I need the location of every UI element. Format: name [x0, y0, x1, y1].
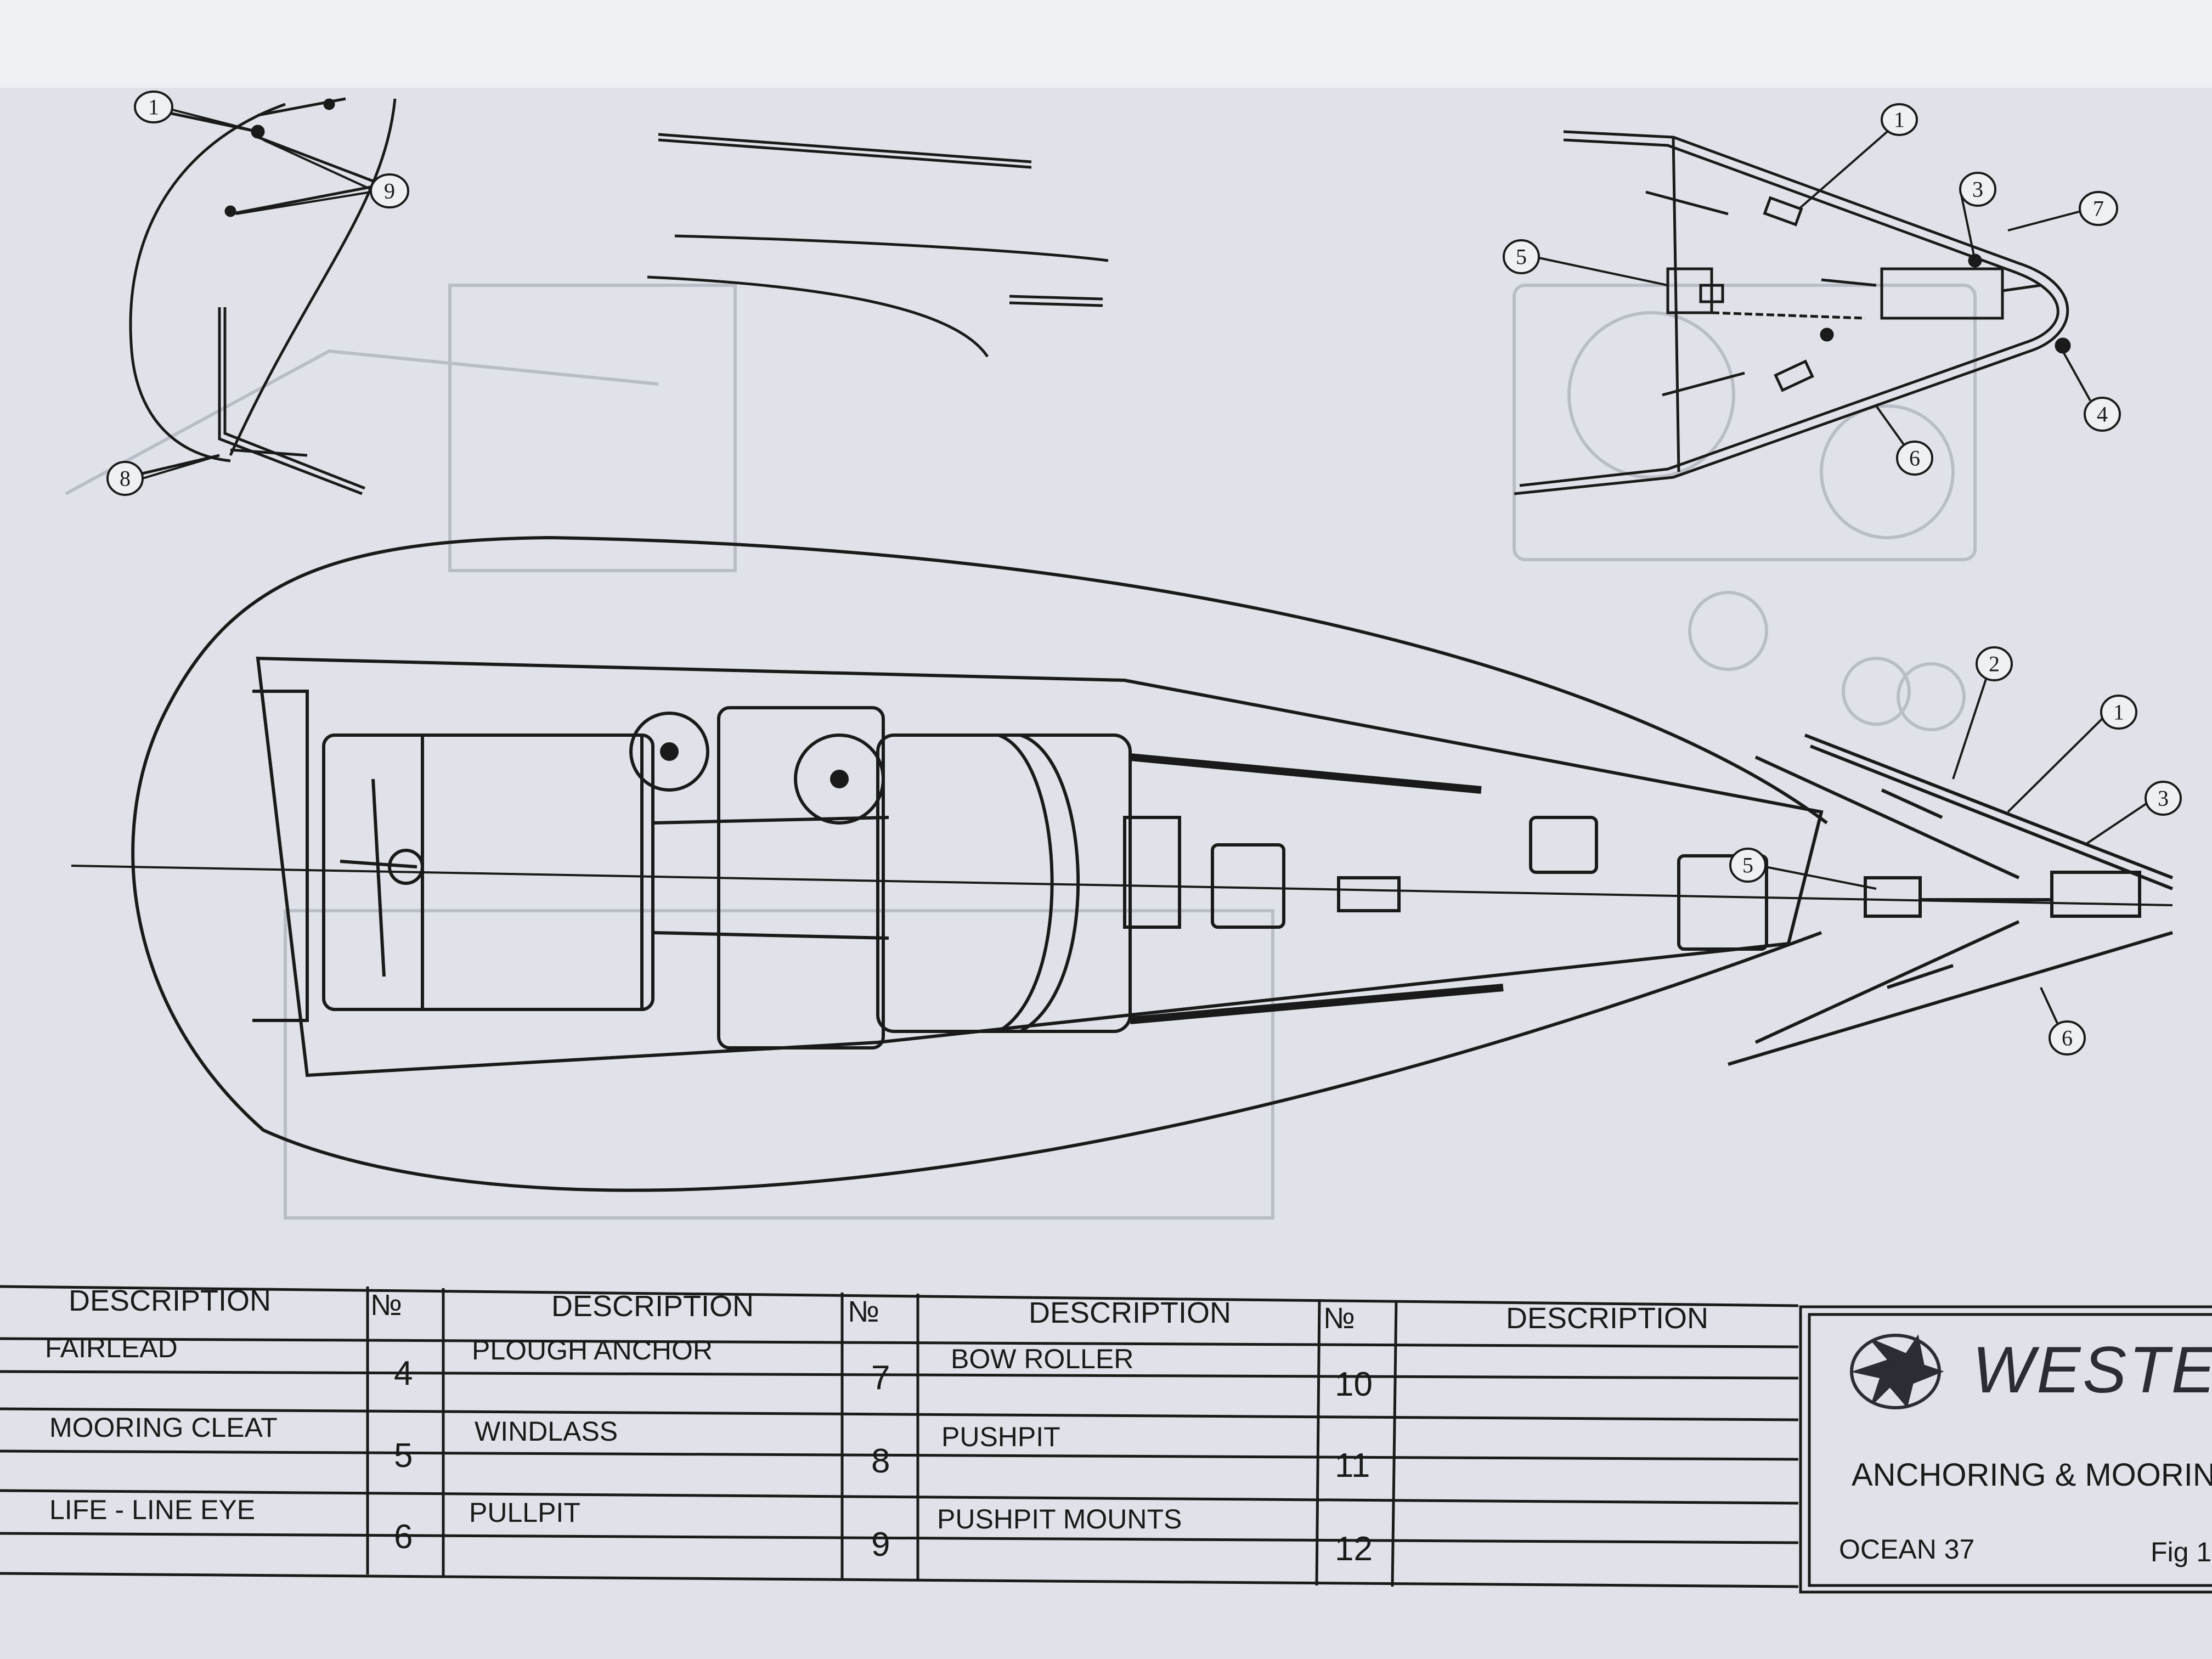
callout-number: 5: [1742, 853, 1753, 878]
toerail-detail: [647, 133, 1109, 358]
callout-number: 1: [1894, 107, 1905, 132]
table-header-description: DESCRIPTION: [551, 1290, 754, 1323]
table-header-description: DESCRIPTION: [1029, 1296, 1232, 1329]
callout-number: 2: [1989, 651, 2000, 676]
callout-number: 6: [1909, 445, 1920, 471]
background-surface: [0, 0, 2212, 93]
callout-number: 1: [2113, 699, 2124, 725]
table-header-number: №: [848, 1295, 879, 1328]
callout-number: 3: [2158, 786, 2169, 811]
part-number: 12: [1335, 1530, 1373, 1568]
model-name: OCEAN 37: [1839, 1534, 1975, 1565]
table-header-number: №: [370, 1289, 402, 1322]
callout-number: 7: [2093, 196, 2104, 221]
part-description: PULLPIT: [469, 1497, 580, 1528]
part-description: PLOUGH ANCHOR: [472, 1335, 713, 1365]
callout-number: 6: [2062, 1025, 2073, 1051]
part-number: 8: [871, 1442, 890, 1480]
brand-name: WESTERL: [1972, 1333, 2212, 1407]
table-header-number: №: [1323, 1302, 1355, 1335]
centerline: [71, 865, 2173, 906]
figure-number: Fig 1.: [2151, 1537, 2212, 1567]
hull-plan-view: [131, 535, 2174, 1192]
bow-pulpit-detail: [1514, 130, 2071, 495]
callout-leaders: [142, 109, 2147, 1024]
callout-number: 9: [384, 178, 395, 204]
part-description: PUSHPIT MOUNTS: [937, 1504, 1182, 1534]
table-header-description: DESCRIPTION: [1506, 1302, 1709, 1335]
part-description: LIFE - LINE EYE: [49, 1494, 256, 1525]
drawing-title: ANCHORING & MOORIN: [1852, 1457, 2212, 1493]
part-number: 7: [871, 1359, 890, 1397]
table-header-description: DESCRIPTION: [69, 1284, 272, 1317]
callout-number: 1: [148, 94, 159, 120]
part-description: FAIRLEAD: [45, 1333, 178, 1363]
part-number: 10: [1335, 1365, 1373, 1403]
part-description: WINDLASS: [475, 1416, 618, 1447]
part-description: MOORING CLEAT: [49, 1412, 278, 1443]
callout-number: 3: [1972, 177, 1983, 202]
part-number: 4: [394, 1355, 413, 1392]
part-number: 9: [871, 1526, 890, 1564]
part-description: PUSHPIT: [941, 1421, 1060, 1452]
part-description: BOW ROLLER: [951, 1344, 1134, 1374]
part-number: 5: [394, 1437, 413, 1475]
part-number: 6: [394, 1518, 413, 1556]
ghost-backprint: [65, 284, 1977, 1220]
callout-number: 5: [1516, 244, 1527, 269]
callout-number: 4: [2097, 402, 2108, 427]
parts-table-grid: [0, 1285, 2212, 1594]
part-number: 11: [1335, 1447, 1370, 1485]
callout-number: 8: [120, 466, 131, 491]
